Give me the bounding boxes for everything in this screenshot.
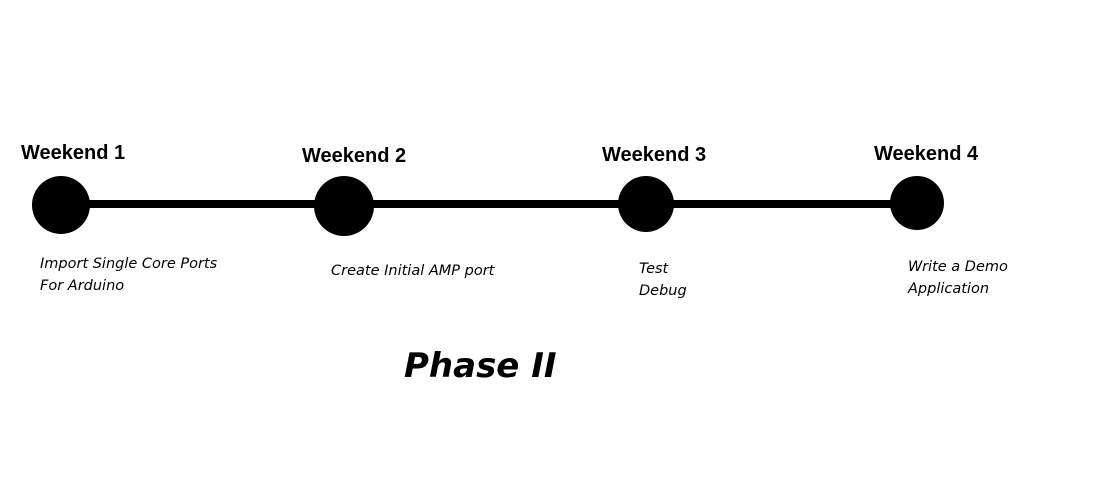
phase-title: Phase II: [404, 346, 557, 386]
timeline-line: [60, 200, 918, 208]
milestone-node-weekend-2: [314, 176, 374, 236]
task-line: Create Initial AMP port: [331, 263, 495, 279]
milestone-label-weekend-1: Weekend 1: [21, 142, 126, 164]
milestone-label-weekend-2: Weekend 2: [302, 145, 407, 167]
milestone-tasks-weekend-4: Write a Demo Application: [908, 256, 1008, 300]
milestone-node-weekend-1: [32, 176, 90, 234]
milestone-node-weekend-3: [618, 176, 674, 232]
milestone-tasks-weekend-3: Test Debug: [639, 258, 687, 302]
task-line: Application: [908, 281, 990, 297]
milestone-tasks-weekend-1: Import Single Core Ports For Arduino: [40, 253, 217, 297]
task-line: Import Single Core Ports: [40, 256, 218, 272]
task-line: Test: [639, 261, 669, 277]
milestone-node-weekend-4: [890, 176, 944, 230]
milestone-label-weekend-4: Weekend 4: [874, 143, 979, 165]
milestone-label-weekend-3: Weekend 3: [602, 144, 707, 166]
task-line: Debug: [639, 283, 687, 299]
milestone-tasks-weekend-2: Create Initial AMP port: [331, 260, 494, 282]
task-line: For Arduino: [40, 278, 125, 294]
task-line: Write a Demo: [908, 259, 1008, 275]
